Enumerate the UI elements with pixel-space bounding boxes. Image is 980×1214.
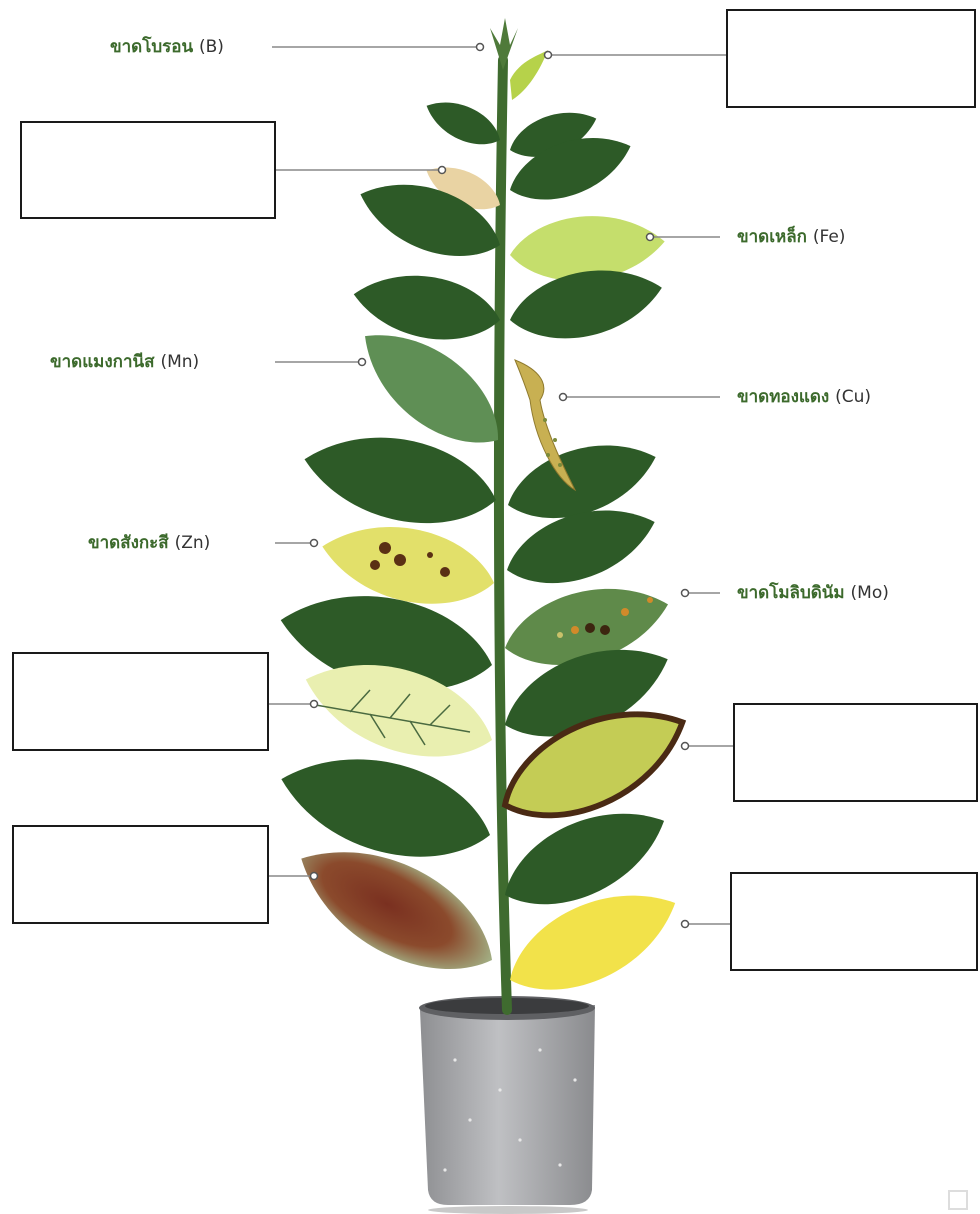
stem xyxy=(499,60,507,1010)
answer-box-4[interactable] xyxy=(733,703,978,802)
label-iron-symbol: (Fe) xyxy=(813,227,846,247)
answer-box-1[interactable] xyxy=(726,9,976,108)
pot xyxy=(419,996,595,1214)
label-boron: ขาดโบรอน (B) xyxy=(110,37,224,57)
label-copper-symbol: (Cu) xyxy=(835,387,871,407)
label-manganese: ขาดแมงกานีส (Mn) xyxy=(50,352,199,372)
label-copper-name: ขาดทองแดง xyxy=(737,387,829,407)
answer-box-7 xyxy=(948,1190,968,1210)
label-iron-name: ขาดเหล็ก xyxy=(737,227,807,247)
leaves-left xyxy=(270,91,520,1000)
label-iron: ขาดเหล็ก (Fe) xyxy=(737,227,845,247)
label-manganese-symbol: (Mn) xyxy=(160,352,199,372)
label-molybdenum: ขาดโมลิบดินัม (Mo) xyxy=(737,583,889,603)
label-manganese-name: ขาดแมงกานีส xyxy=(50,352,155,372)
label-molybdenum-symbol: (Mo) xyxy=(851,583,889,603)
label-molybdenum-name: ขาดโมลิบดินัม xyxy=(737,583,845,603)
label-zinc: ขาดสังกะสี (Zn) xyxy=(88,533,210,553)
label-zinc-name: ขาดสังกะสี xyxy=(88,533,169,553)
label-zinc-symbol: (Zn) xyxy=(175,533,211,553)
answer-box-6[interactable] xyxy=(730,872,978,971)
label-copper: ขาดทองแดง (Cu) xyxy=(737,387,871,407)
answer-box-2[interactable] xyxy=(20,121,276,219)
answer-box-3[interactable] xyxy=(12,652,269,751)
label-boron-name: ขาดโบรอน xyxy=(110,37,193,57)
answer-box-5[interactable] xyxy=(12,825,269,924)
label-boron-symbol: (B) xyxy=(199,37,224,57)
leaves-right xyxy=(488,101,699,1014)
